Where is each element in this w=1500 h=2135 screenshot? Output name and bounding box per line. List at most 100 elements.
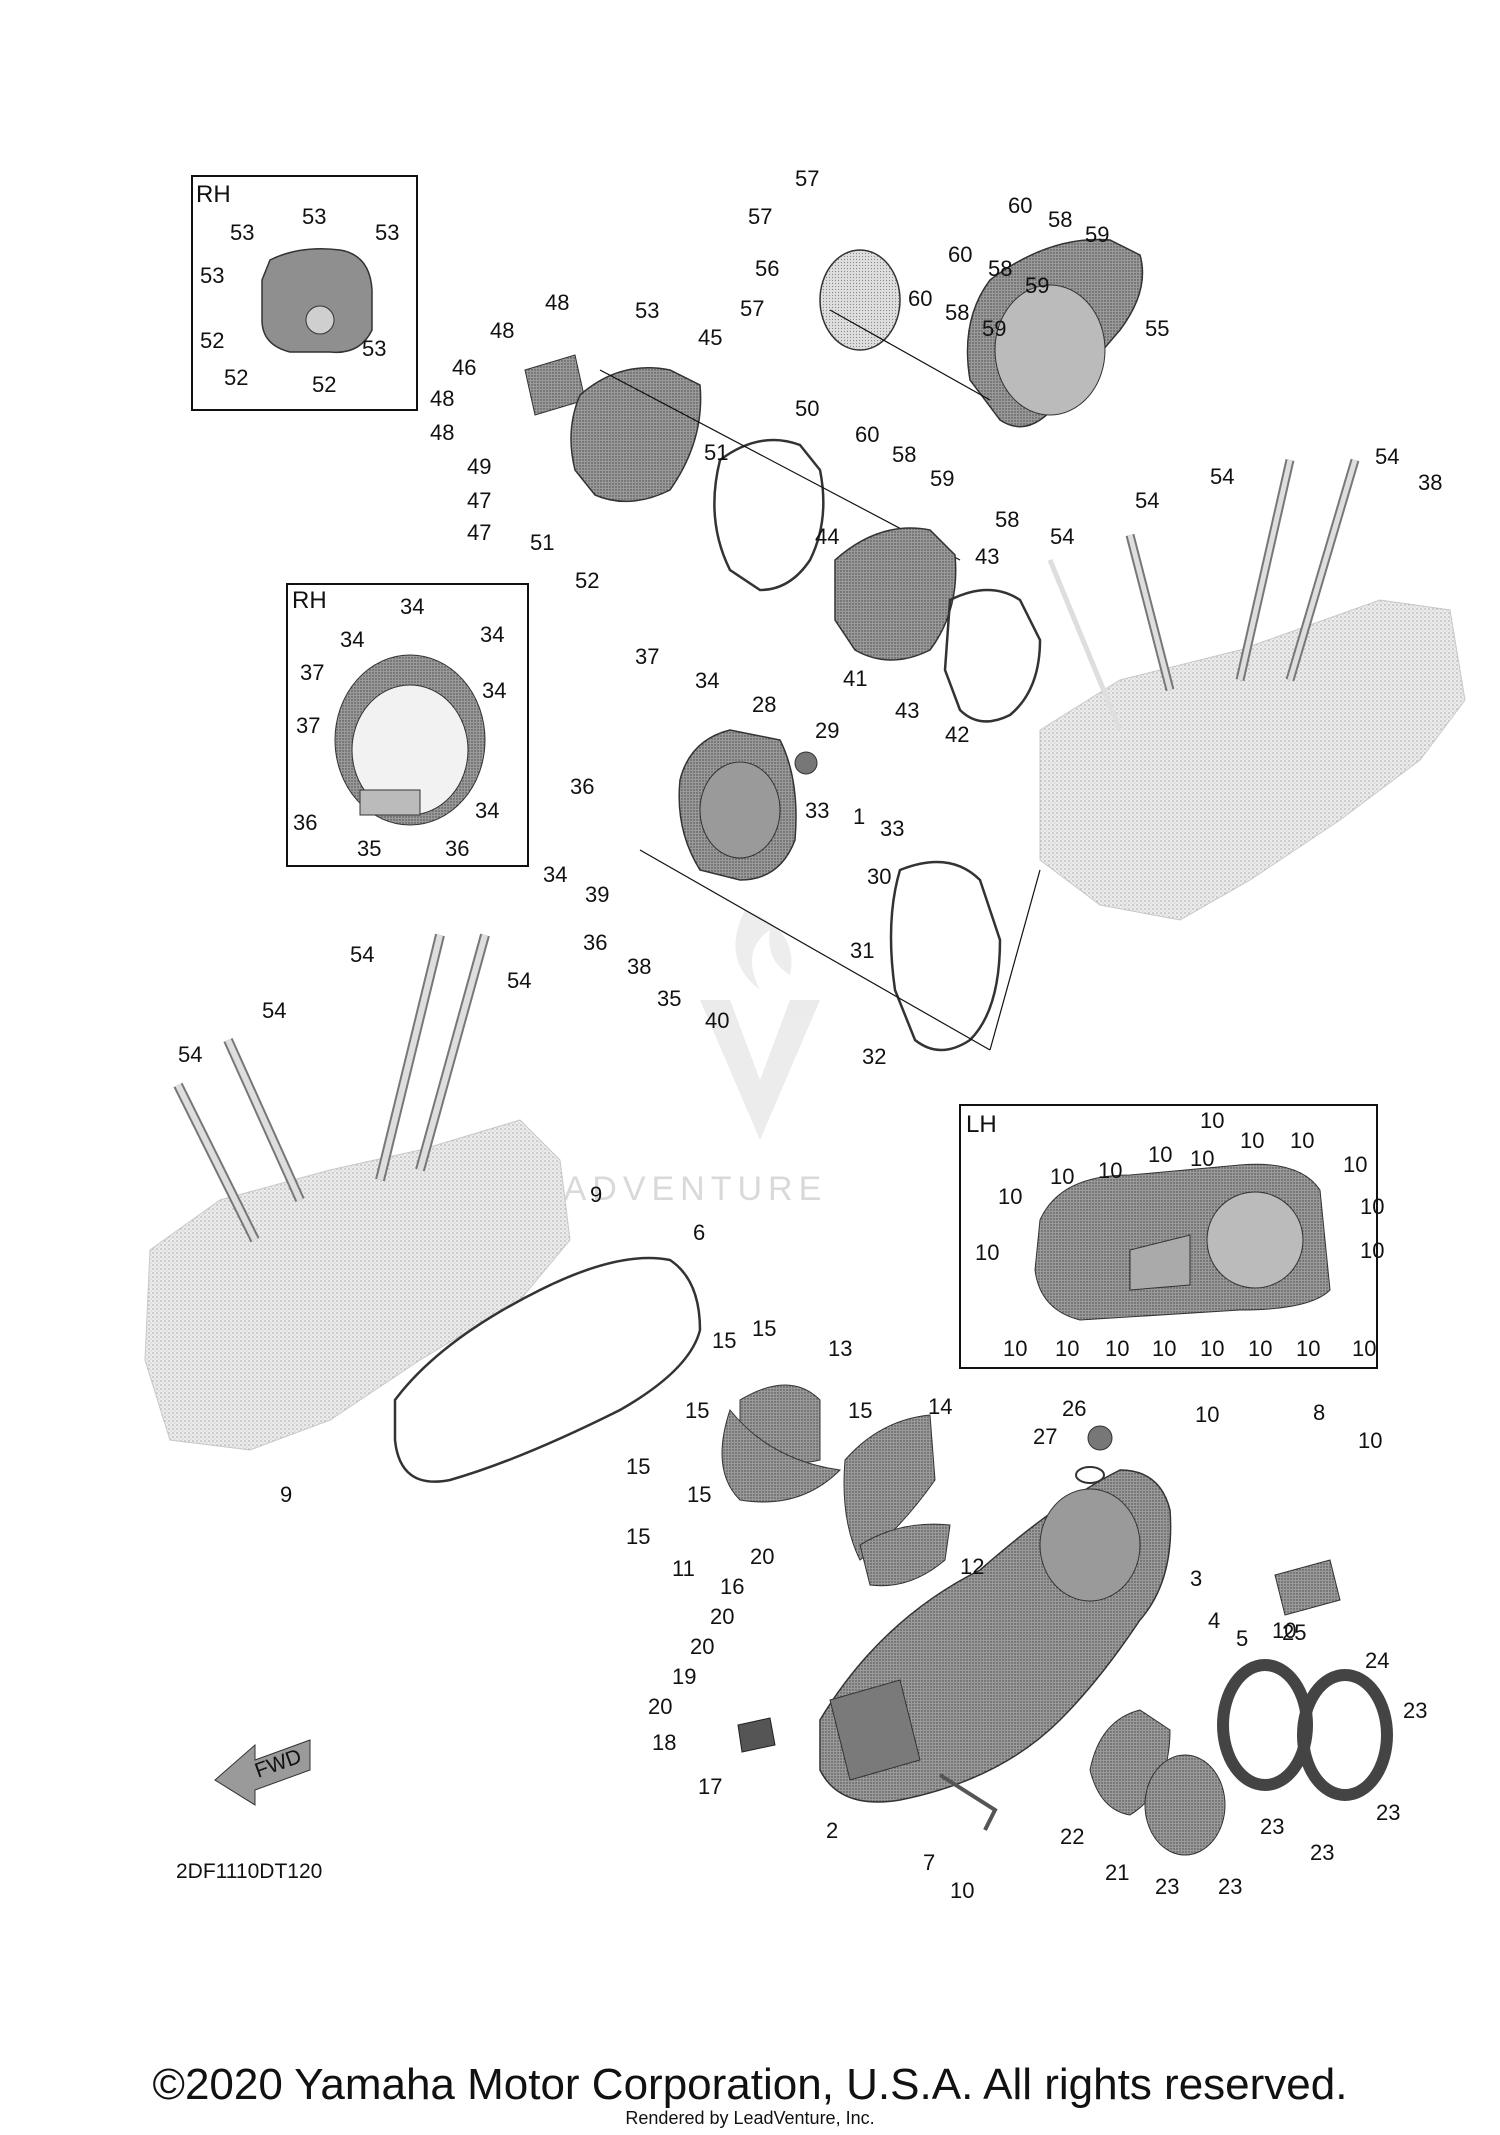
- part-8-bracket: [1274, 1559, 1341, 1616]
- callout-50: 50: [795, 396, 819, 421]
- callout-36: 36: [570, 774, 594, 799]
- callout-53: 53: [302, 204, 326, 229]
- rh-top-label: RH: [196, 181, 231, 208]
- callout-51: 51: [704, 440, 728, 465]
- callout-20: 20: [750, 1544, 774, 1569]
- callout-48: 48: [430, 420, 454, 445]
- callout-34: 34: [482, 678, 506, 703]
- part-55-cover: [966, 238, 1144, 428]
- callout-10: 10: [1200, 1336, 1224, 1361]
- callout-59: 59: [1025, 273, 1049, 298]
- part-17-plate: [737, 1717, 776, 1753]
- fwd-arrow: FWD: [214, 1739, 311, 1806]
- callout-2: 2: [826, 1818, 838, 1843]
- callout-15: 15: [848, 1398, 872, 1423]
- callout-47: 47: [467, 488, 491, 513]
- crankcase-right: [1039, 599, 1466, 921]
- callout-54: 54: [507, 968, 531, 993]
- callout-10: 10: [1296, 1336, 1320, 1361]
- callout-3: 3: [1190, 1566, 1202, 1591]
- callout-58: 58: [945, 300, 969, 325]
- callout-11: 11: [672, 1556, 695, 1581]
- callout-53: 53: [375, 220, 399, 245]
- callout-10: 10: [975, 1240, 999, 1265]
- callout-25: 25: [1282, 1620, 1306, 1645]
- lh-inset: LH: [959, 1104, 1378, 1369]
- callout-54: 54: [178, 1042, 202, 1067]
- callout-31: 31: [850, 938, 874, 963]
- callout-15: 15: [626, 1524, 650, 1549]
- callout-8: 8: [1313, 1400, 1325, 1425]
- callout-47: 47: [467, 520, 491, 545]
- callout-34: 34: [340, 627, 364, 652]
- callout-42: 42: [945, 722, 969, 747]
- part-21-cover: [1144, 1754, 1226, 1856]
- callout-10: 10: [1152, 1336, 1176, 1361]
- callout-15: 15: [752, 1316, 776, 1341]
- callout-37: 37: [635, 644, 659, 669]
- callout-10: 10: [1360, 1238, 1384, 1263]
- part-45-cover: [570, 367, 702, 503]
- callout-59: 59: [1085, 222, 1109, 247]
- callout-10: 10: [1360, 1194, 1384, 1219]
- callout-30: 30: [867, 864, 891, 889]
- callout-23: 23: [1403, 1698, 1427, 1723]
- callout-32: 32: [862, 1044, 886, 1069]
- callout-10: 10: [950, 1878, 974, 1903]
- callout-34: 34: [695, 668, 719, 693]
- callout-10: 10: [1290, 1128, 1314, 1153]
- callout-20: 20: [690, 1634, 714, 1659]
- callout-48: 48: [490, 318, 514, 343]
- callout-54: 54: [1375, 444, 1399, 469]
- callout-10: 10: [1195, 1402, 1219, 1427]
- callout-58: 58: [995, 507, 1019, 532]
- callout-46: 46: [452, 355, 476, 380]
- crankcase-left: [144, 1119, 571, 1451]
- callout-15: 15: [626, 1454, 650, 1479]
- rh-mid-label: RH: [292, 587, 327, 614]
- callout-35: 35: [657, 986, 681, 1011]
- rh-top-inset: RH: [191, 175, 418, 411]
- part-56-cover: [819, 249, 901, 351]
- part-27-oring: [1075, 1466, 1105, 1484]
- callout-5: 5: [1236, 1626, 1248, 1651]
- callout-10: 10: [1190, 1146, 1214, 1171]
- part-7-pipe: [938, 1773, 998, 1831]
- callout-55: 55: [1145, 316, 1169, 341]
- callout-54: 54: [350, 942, 374, 967]
- callout-29: 29: [815, 718, 839, 743]
- callout-10: 10: [1272, 1618, 1296, 1643]
- callout-41: 41: [843, 666, 867, 691]
- callout-10: 10: [998, 1184, 1022, 1209]
- callout-10: 10: [1200, 1108, 1224, 1133]
- part-28-cover: [678, 729, 797, 881]
- callout-10: 10: [1003, 1336, 1027, 1361]
- callout-60: 60: [855, 422, 879, 447]
- callout-58: 58: [892, 442, 916, 467]
- callout-33: 33: [805, 798, 829, 823]
- callout-58: 58: [1048, 207, 1072, 232]
- callout-54: 54: [1210, 464, 1234, 489]
- callout-10: 10: [1248, 1336, 1272, 1361]
- callout-26: 26: [1062, 1396, 1086, 1421]
- callout-10: 10: [1098, 1158, 1122, 1183]
- callout-36: 36: [293, 810, 317, 835]
- callout-40: 40: [705, 1008, 729, 1033]
- callout-48: 48: [545, 290, 569, 315]
- callout-43: 43: [895, 698, 919, 723]
- callout-60: 60: [908, 286, 932, 311]
- callout-34: 34: [475, 798, 499, 823]
- diagram-code: 2DF1110DT120: [176, 1860, 322, 1883]
- callout-22: 22: [1060, 1824, 1084, 1849]
- callout-34: 34: [400, 594, 424, 619]
- callout-10: 10: [1055, 1336, 1079, 1361]
- callout-10: 10: [1105, 1336, 1129, 1361]
- callout-6: 6: [693, 1220, 705, 1245]
- part-29-cap: [794, 751, 818, 775]
- callout-14: 14: [928, 1394, 952, 1419]
- callout-10: 10: [1343, 1152, 1367, 1177]
- part-42-gasket: [943, 588, 1042, 723]
- callout-54: 54: [262, 998, 286, 1023]
- callout-28: 28: [752, 692, 776, 717]
